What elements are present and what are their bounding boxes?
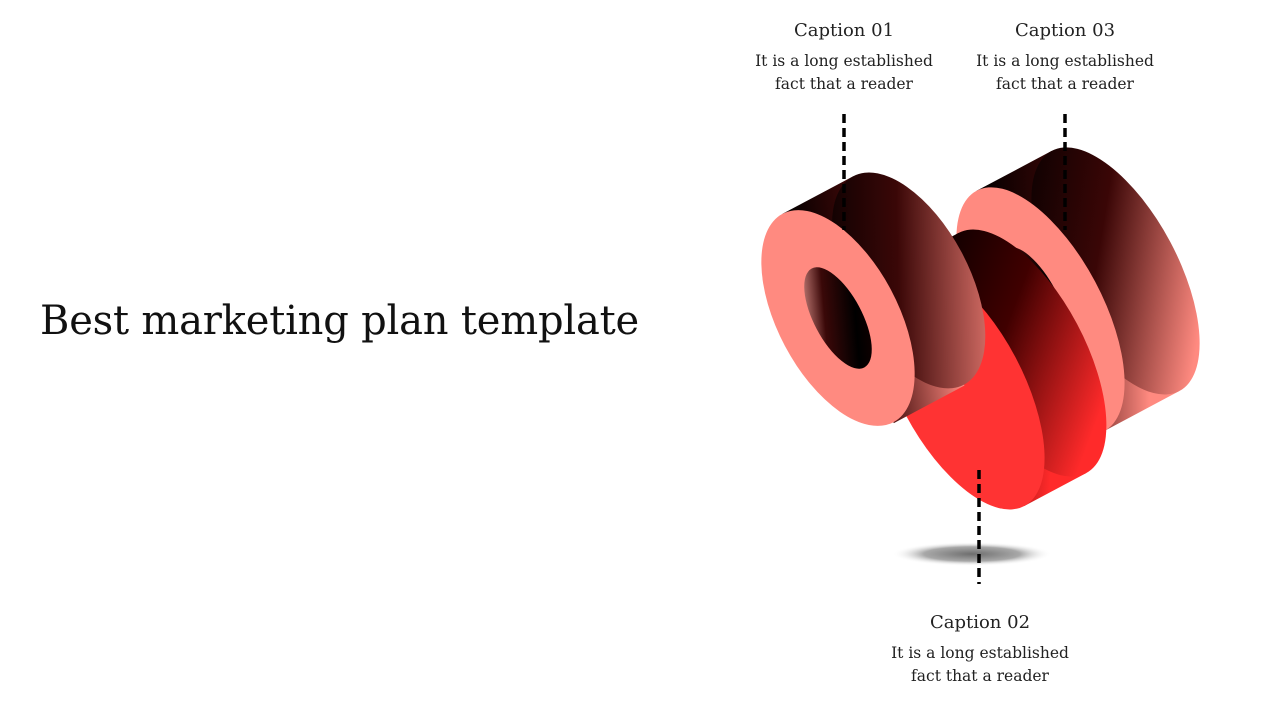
caption-03-text-line1: It is a long established	[976, 52, 1154, 70]
ring-02-back	[938, 229, 1107, 477]
caption-02-text-line2: fact that a reader	[911, 667, 1049, 685]
ring-01	[761, 172, 986, 426]
slide-title: Best marketing plan template	[40, 298, 639, 344]
caption-01-title: Caption 01	[793, 20, 895, 41]
caption-01: Caption 01 It is a long established fact…	[734, 20, 954, 96]
caption-03-title: Caption 03	[1014, 20, 1116, 41]
ring-01-hole	[804, 267, 872, 369]
floor-shadow	[892, 542, 1052, 566]
ring-03-back	[1031, 147, 1200, 395]
caption-02: Caption 02 It is a long established fact…	[870, 612, 1090, 688]
caption-03-text-line2: fact that a reader	[996, 75, 1134, 93]
ring-01-back	[831, 172, 986, 389]
caption-01-text-line2: fact that a reader	[775, 75, 913, 93]
caption-02-text-line1: It is a long established	[891, 644, 1069, 662]
caption-02-title: Caption 02	[929, 612, 1031, 633]
caption-01-text-line1: It is a long established	[755, 52, 933, 70]
caption-03: Caption 03 It is a long established fact…	[955, 20, 1175, 96]
